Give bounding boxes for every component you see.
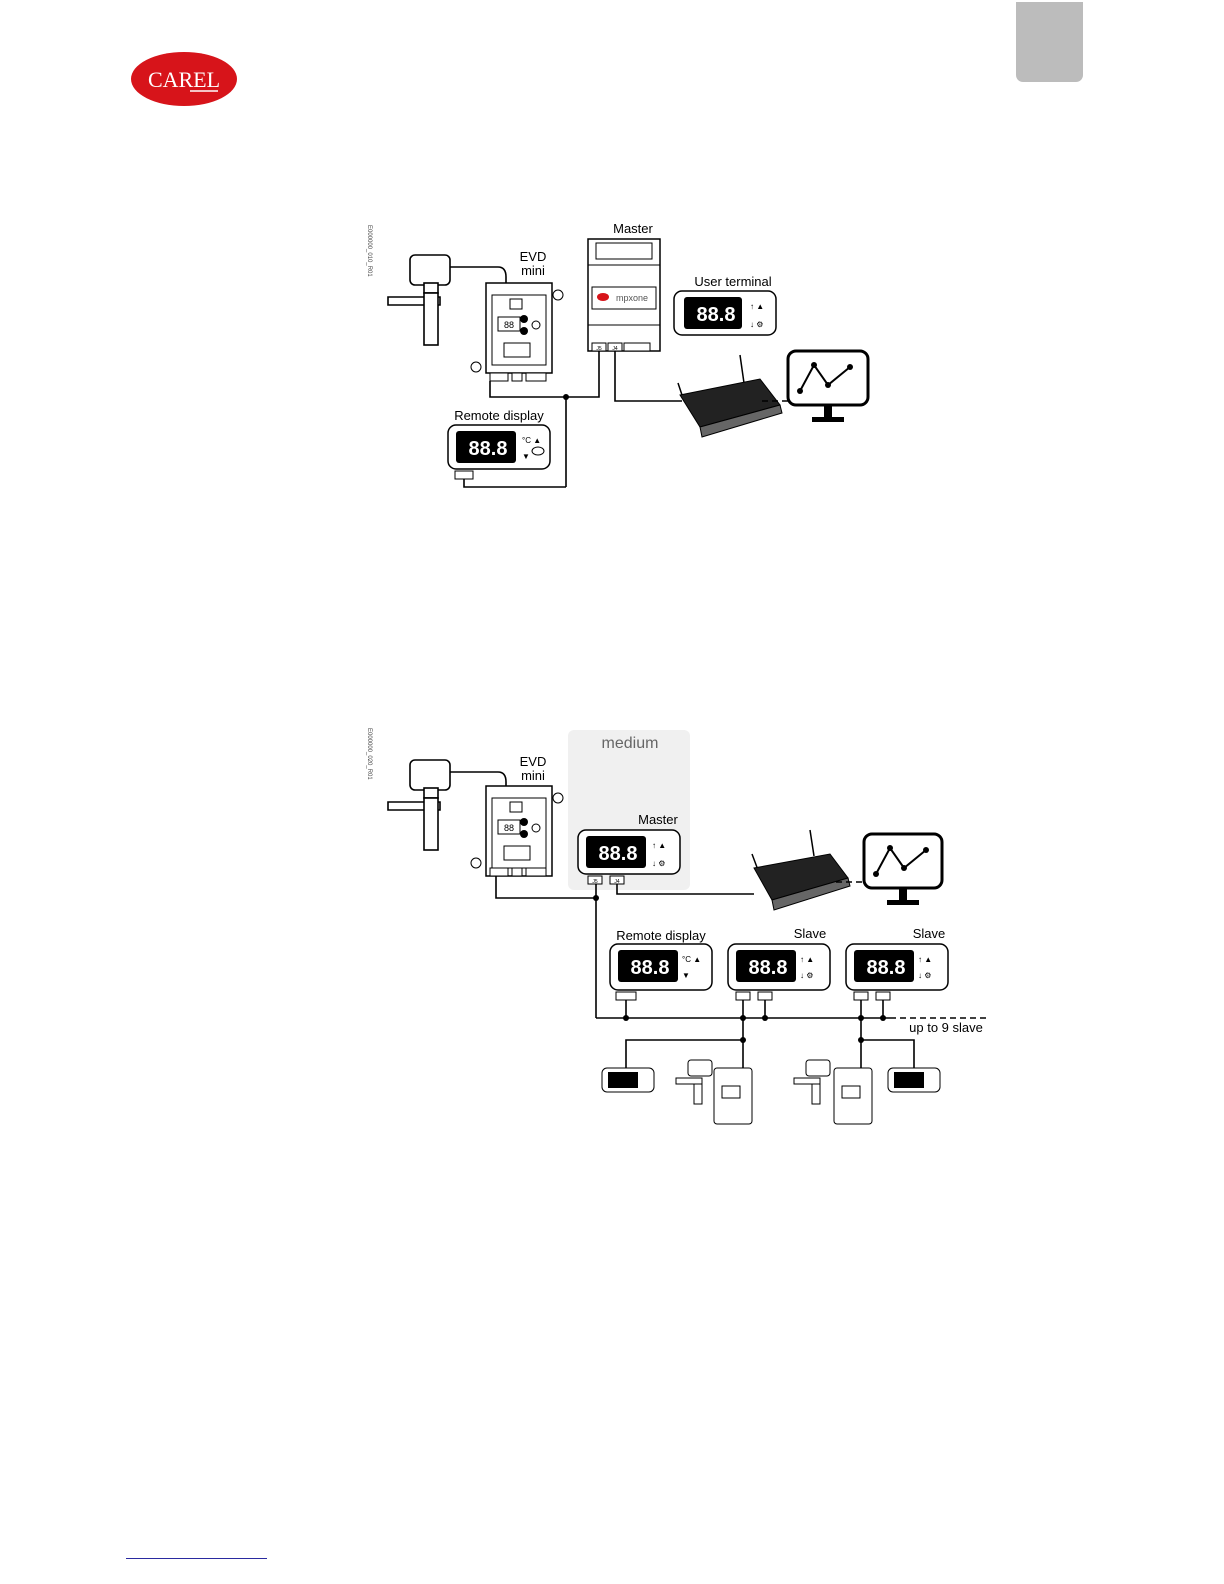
svg-text:↓ ⚙: ↓ ⚙ — [800, 971, 813, 980]
evd-label: EVD — [520, 754, 547, 769]
svg-text:↓ ⚙: ↓ ⚙ — [750, 320, 763, 329]
svg-text:°C ▲: °C ▲ — [522, 436, 541, 445]
svg-text:▼: ▼ — [522, 452, 530, 461]
evd-sub-label: mini — [521, 263, 545, 278]
evd-digits: 88 — [504, 320, 514, 330]
svg-text:88.8: 88.8 — [631, 957, 670, 979]
svg-text:88.8: 88.8 — [599, 843, 638, 865]
slave-2-small-display — [888, 1068, 940, 1092]
diagram-2: E000000_020_R01 medium EVD mini 88 Maste… — [340, 718, 1000, 1143]
slave-2: 88.8 ↑ ▲ ↓ ⚙ — [846, 944, 948, 1000]
user-terminal: 88.8 ↑ ▲ ↓ ⚙ — [674, 291, 776, 335]
svg-text:88.8: 88.8 — [867, 957, 906, 979]
logo-text: CAREL — [148, 67, 220, 92]
svg-text:↑ ▲: ↑ ▲ — [918, 955, 932, 964]
slave-1-label: Slave — [794, 926, 827, 941]
slave-1-small-display — [602, 1068, 654, 1092]
slave-2-evd — [794, 1060, 872, 1124]
up-to-slave-label: up to 9 slave — [909, 1020, 983, 1035]
page-tab — [1016, 2, 1083, 82]
evd-label: EVD — [520, 249, 547, 264]
evd-sub-label: mini — [521, 768, 545, 783]
svg-text:E000000_010_R01: E000000_010_R01 — [366, 225, 372, 277]
svg-text:▼: ▼ — [682, 971, 690, 980]
remote-display-label: Remote display — [616, 928, 706, 943]
mpxone-brand: mpxone — [616, 293, 648, 303]
user-terminal-digits: 88.8 — [697, 304, 736, 326]
monitor-chart-icon — [788, 351, 868, 422]
remote-display-digits: 88.8 — [469, 438, 508, 460]
monitor-chart-icon — [864, 834, 942, 905]
evd-mini-device: 88 — [471, 786, 563, 876]
diagram-2-svg: E000000_020_R01 medium EVD mini 88 Maste… — [340, 718, 1000, 1138]
svg-text:88: 88 — [504, 823, 514, 833]
router-icon — [752, 830, 850, 910]
svg-text:↑ ▲: ↑ ▲ — [750, 302, 764, 311]
evd-mini-device: 88 — [471, 283, 563, 381]
router-icon — [678, 355, 782, 437]
slave-2-label: Slave — [913, 926, 946, 941]
svg-text:↓ ⚙: ↓ ⚙ — [918, 971, 931, 980]
slave-1-evd — [676, 1060, 752, 1124]
diagram-1: E000000_010_R01 88 EVD mini Master m — [340, 215, 900, 505]
svg-text:E000000_020_R01: E000000_020_R01 — [366, 728, 372, 780]
master-label: Master — [613, 221, 653, 236]
remote-display: 88.8 °C ▲ ▼ — [610, 944, 712, 1000]
footer-link-underline — [126, 1558, 267, 1559]
carel-logo: CAREL — [130, 51, 238, 107]
svg-text:↑ ▲: ↑ ▲ — [652, 841, 666, 850]
svg-text:↓ ⚙: ↓ ⚙ — [652, 859, 665, 868]
svg-text:88.8: 88.8 — [749, 957, 788, 979]
remote-display: 88.8 °C ▲ ▼ — [448, 425, 550, 479]
medium-label: medium — [602, 735, 659, 752]
master-controller: mpxone J5 J4 — [588, 239, 660, 352]
remote-display-label: Remote display — [454, 408, 544, 423]
slave-1: 88.8 ↑ ▲ ↓ ⚙ — [728, 944, 830, 1000]
svg-text:↑ ▲: ↑ ▲ — [800, 955, 814, 964]
diagram-1-svg: E000000_010_R01 88 EVD mini Master m — [340, 215, 900, 500]
svg-text:J5: J5 — [592, 879, 598, 885]
svg-text:°C ▲: °C ▲ — [682, 955, 701, 964]
master-label: Master — [638, 812, 678, 827]
user-terminal-label: User terminal — [694, 274, 771, 289]
